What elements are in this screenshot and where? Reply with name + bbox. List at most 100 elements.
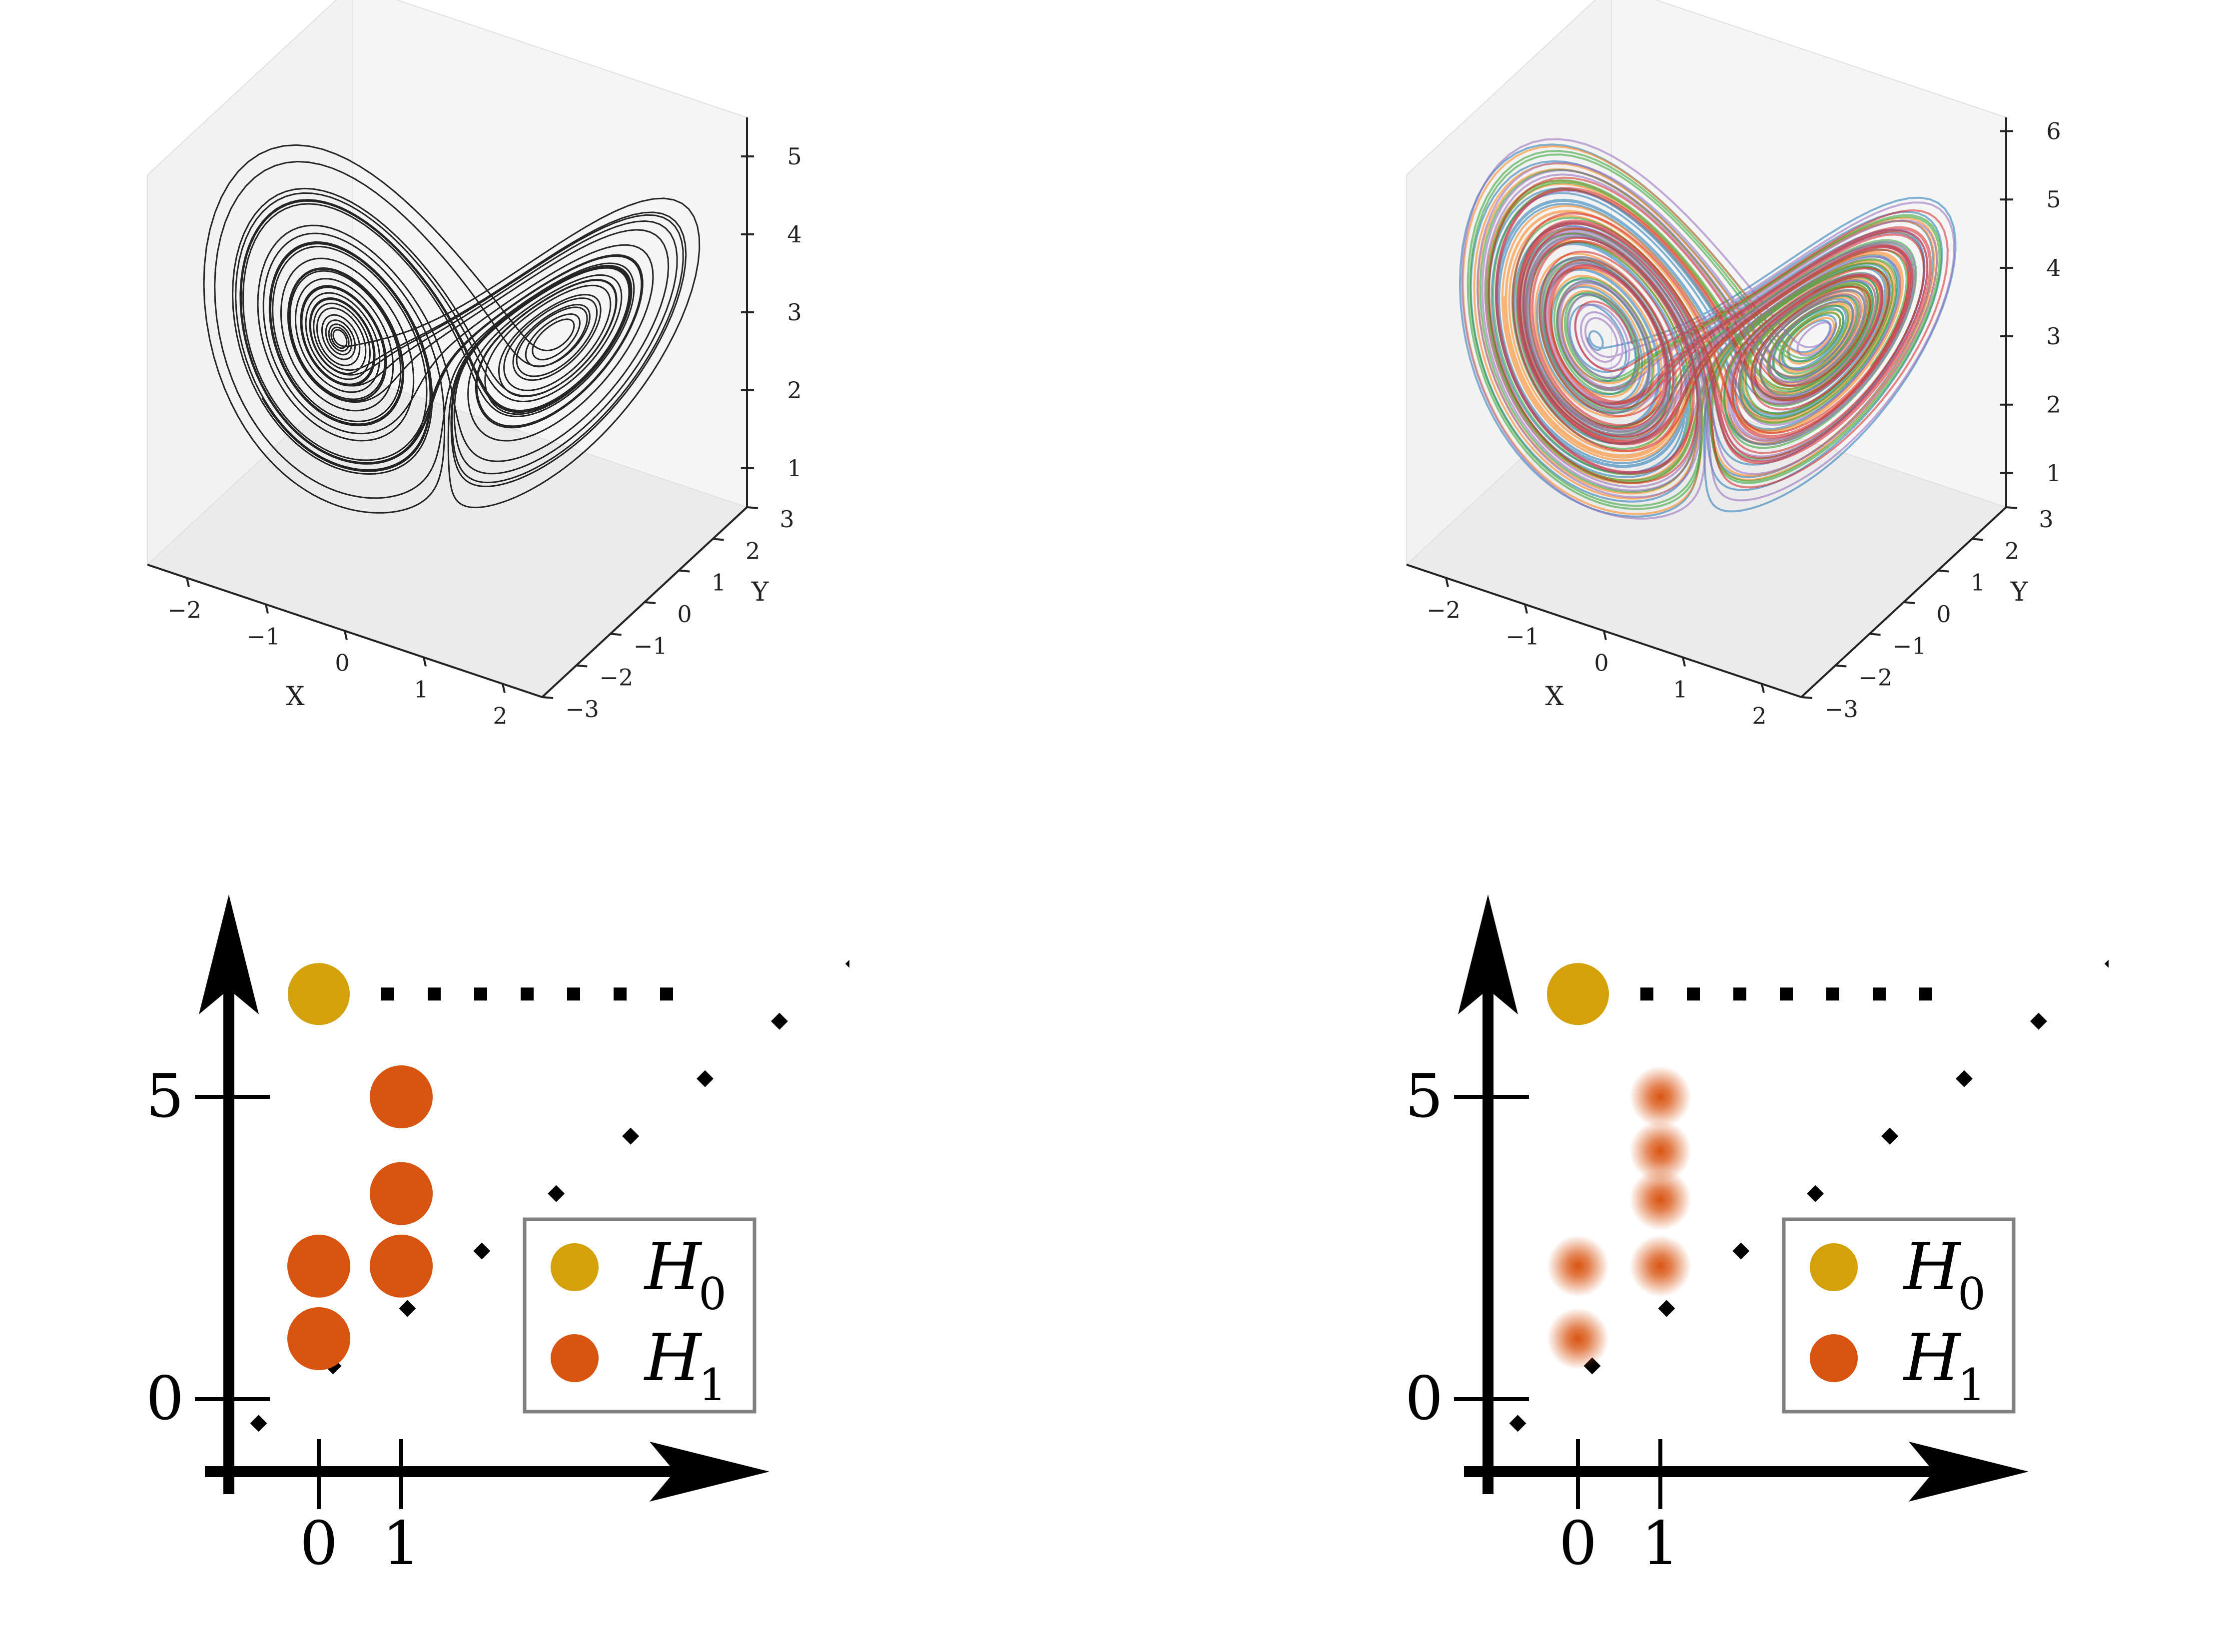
y-axis-arrowhead xyxy=(1458,894,1518,1014)
x-tick-label: 1 xyxy=(414,676,428,703)
floor-pane xyxy=(147,375,747,697)
y-tick-label: 0 xyxy=(1405,1364,1443,1434)
x-tick xyxy=(1761,684,1765,693)
legend-h0-label: H xyxy=(1903,1229,1962,1305)
z-tick-label: 5 xyxy=(787,143,801,170)
legend-h0-marker xyxy=(1810,1243,1858,1291)
diagonal-marker xyxy=(1881,1127,1899,1145)
diagonal-marker xyxy=(622,1127,640,1145)
pane-edge xyxy=(352,374,747,508)
y-tick xyxy=(1972,538,1983,541)
infinity-line-marker xyxy=(474,987,487,1001)
x-tick-label: −2 xyxy=(1427,597,1461,624)
diagonal-marker xyxy=(250,1415,267,1432)
z-tick-label: 3 xyxy=(787,299,801,326)
legend-h1-label: H xyxy=(1903,1320,1962,1396)
h1-point xyxy=(287,1307,350,1370)
diagonal-marker xyxy=(1956,1070,1973,1087)
pane-edge xyxy=(147,0,337,175)
h0-point xyxy=(1547,963,1609,1025)
x-axis-label: X xyxy=(1545,682,1563,712)
x-tick xyxy=(1524,604,1528,614)
infinity-line-marker xyxy=(428,987,441,1001)
diagonal-marker xyxy=(399,1300,416,1317)
x-tick-label: 0 xyxy=(300,1509,338,1579)
y-tick xyxy=(542,696,554,699)
infinity-line-marker xyxy=(521,987,534,1001)
trajectory-series xyxy=(203,144,701,514)
x-tick-label: 1 xyxy=(1641,1509,1679,1579)
z-tick-label: 4 xyxy=(2046,254,2061,281)
legend-h0-subscript: 0 xyxy=(1958,1268,1986,1320)
x-tick-label: −1 xyxy=(246,623,280,650)
h1-point xyxy=(287,1234,350,1298)
x-tick xyxy=(502,684,506,693)
y-tick-label: −1 xyxy=(634,632,668,659)
trajectory-series xyxy=(1488,176,1949,489)
h1-point xyxy=(1547,1308,1609,1370)
y-tick-label: 1 xyxy=(1971,569,1985,596)
h1-point xyxy=(370,1065,433,1128)
h1-point xyxy=(370,1234,433,1298)
h0-point xyxy=(288,963,350,1025)
infinity-line-marker xyxy=(1873,987,1886,1001)
y-tick-label: −3 xyxy=(1824,696,1858,723)
y-tick-label: 0 xyxy=(1936,601,1951,628)
x-axis-arrowhead xyxy=(650,1442,769,1502)
legend-box xyxy=(523,1217,756,1414)
pane-edge xyxy=(1406,0,1596,175)
infinity-line-marker xyxy=(1919,987,1932,1001)
infinity-line-marker xyxy=(1687,987,1700,1001)
diagonal-marker xyxy=(770,1012,788,1030)
x-tick-label: 2 xyxy=(1752,703,1766,730)
h1-point xyxy=(1547,1235,1609,1297)
z-tick-label: 5 xyxy=(2046,186,2061,213)
diagonal-marker xyxy=(2030,1012,2047,1030)
x-tick-label: 0 xyxy=(1594,650,1608,677)
y-tick xyxy=(1835,664,1847,668)
y-tick xyxy=(713,538,724,541)
pane-edge xyxy=(395,0,747,118)
diagonal-marker xyxy=(1732,1242,1750,1260)
diagonal-marker xyxy=(845,955,849,972)
y-tick-label: 0 xyxy=(146,1364,184,1434)
h1-point xyxy=(370,1162,433,1225)
z-tick-label: 2 xyxy=(787,377,801,404)
z-tick-label: 1 xyxy=(2046,460,2061,487)
x-tick-label: 0 xyxy=(1559,1509,1597,1579)
x-tick-label: 1 xyxy=(382,1509,420,1579)
y-tick xyxy=(679,569,690,573)
legend-h0-subscript: 0 xyxy=(699,1268,727,1320)
y-tick-label: −2 xyxy=(599,664,633,691)
trajectory-series xyxy=(1459,143,1957,518)
h1-point xyxy=(1629,1235,1691,1297)
x-tick-label: 1 xyxy=(1673,676,1687,703)
x-axis-arrowhead xyxy=(1909,1442,2029,1502)
left-pane xyxy=(147,0,352,565)
y-tick xyxy=(610,633,622,636)
y-tick xyxy=(1938,569,1949,573)
x-tick-label: 2 xyxy=(493,703,507,730)
diagonal-marker xyxy=(1509,1415,1526,1432)
pane-edge xyxy=(1654,0,2007,118)
infinity-line-marker xyxy=(381,987,394,1001)
y-tick-label: 3 xyxy=(779,506,794,533)
y-tick-label: 3 xyxy=(2039,506,2053,533)
diagonal-marker xyxy=(2104,955,2109,972)
infinity-line-marker xyxy=(1780,987,1793,1001)
trajectory-series xyxy=(1467,150,1942,510)
y-tick-label: −1 xyxy=(1893,632,1927,659)
x-tick-label: 0 xyxy=(335,650,349,677)
x-tick-label: −1 xyxy=(1505,623,1539,650)
legend-h1-subscript: 1 xyxy=(1958,1359,1986,1411)
y-tick xyxy=(1801,696,1813,699)
